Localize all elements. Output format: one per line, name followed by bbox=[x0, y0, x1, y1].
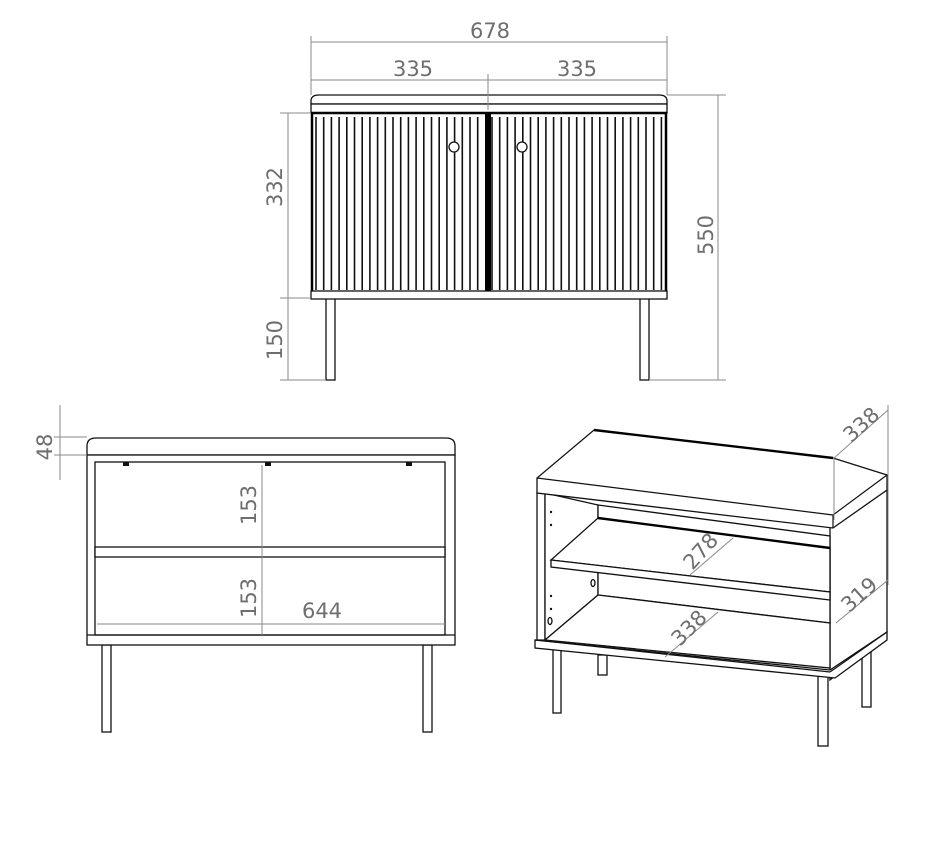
front-dimensions: 678 335 335 332 150 550 bbox=[263, 19, 726, 381]
dim-overall-width: 678 bbox=[470, 19, 510, 43]
dim-top-depth: 338 bbox=[838, 402, 884, 447]
dim-right-door: 335 bbox=[557, 57, 597, 81]
dim-upper-compartment: 153 bbox=[237, 485, 261, 525]
leg-left bbox=[325, 296, 336, 381]
front-view bbox=[310, 94, 668, 381]
dim-door-height: 332 bbox=[263, 167, 287, 207]
knob-left bbox=[448, 141, 460, 153]
back-dimensions: 48 153 153 644 bbox=[33, 405, 445, 635]
dim-left-door: 335 bbox=[393, 57, 433, 81]
top-slab bbox=[310, 94, 668, 105]
knob-right bbox=[516, 141, 528, 153]
dim-inner-width: 644 bbox=[302, 599, 342, 623]
iso-view bbox=[534, 428, 888, 747]
door-slats bbox=[315, 117, 663, 290]
dim-leg-height: 150 bbox=[263, 320, 287, 360]
dim-top-thickness: 48 bbox=[33, 434, 57, 461]
back-view bbox=[86, 437, 456, 733]
top-slab bbox=[86, 437, 456, 456]
dim-overall-height: 550 bbox=[694, 215, 718, 255]
leg-right bbox=[639, 296, 650, 381]
shelf bbox=[94, 546, 446, 558]
dim-lower-compartment: 153 bbox=[237, 578, 261, 618]
base-plinth bbox=[310, 290, 668, 300]
door-gap bbox=[485, 113, 491, 294]
